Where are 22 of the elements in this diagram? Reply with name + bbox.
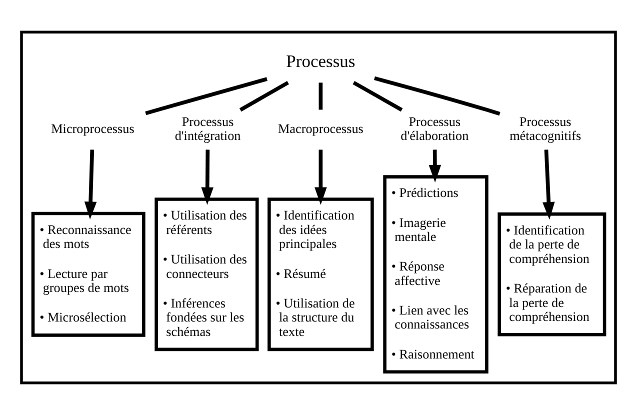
node-text: Processus (286, 50, 356, 70)
connector (145, 76, 268, 115)
node-text: Processus d'élaboration (400, 113, 469, 143)
node-text: Microprocessus (51, 120, 134, 136)
node-text: Processus d'intégration (174, 113, 241, 143)
node-box: • Reconnaissance des mots • Lecture par groupes de mots • Microsélection (31, 211, 146, 336)
connector (318, 82, 323, 110)
connector (352, 80, 403, 112)
node-box: • Prédictions • Imagerie mentale • Réponse affective • Lien avec les connaissances • Raisonnement (383, 174, 488, 374)
node-box: • Identification des idées principales • Résumé • Utilisation de la structure du texte (268, 197, 374, 351)
connector (239, 80, 289, 112)
node-box: • Utilisation des référents • Utilisation des connecteurs • Inférences fondées sur les schémas (154, 197, 259, 351)
cluster (20, 30, 617, 384)
arrow (201, 149, 214, 204)
node-text: Macroprocessus (278, 120, 364, 136)
node-text: Processus métacognitifs (510, 113, 582, 143)
arrow (84, 149, 97, 219)
node-box: • Identification de la perte de compréhension • Réparation de la perte de compréhension (498, 212, 606, 336)
arrow (428, 149, 442, 182)
arrow (314, 149, 327, 204)
arrow (542, 149, 555, 220)
connector (374, 76, 500, 116)
